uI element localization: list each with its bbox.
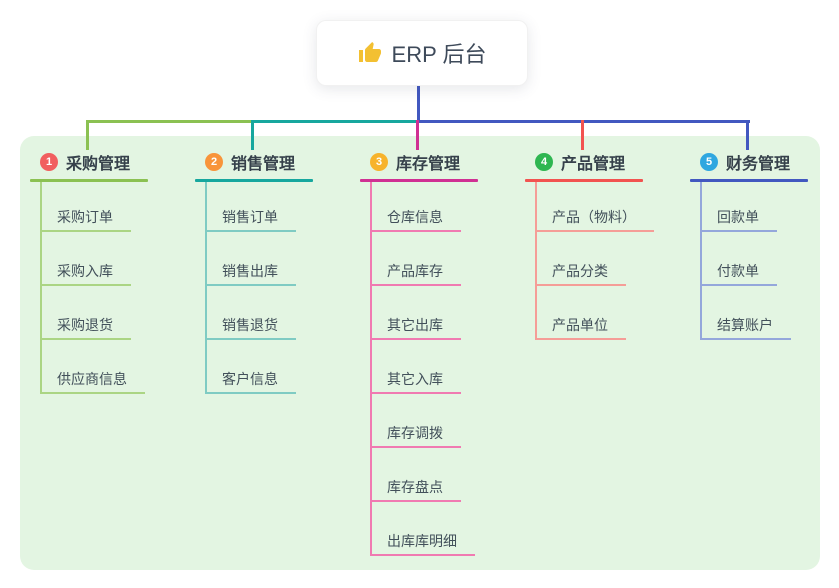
branch-number-badge: 5 <box>700 153 718 171</box>
branch-label: 采购管理 <box>66 156 131 173</box>
branch-children: 回款单付款单结算账户 <box>700 182 839 340</box>
branch-node[interactable]: 2 销售管理 <box>205 150 355 174</box>
branch-label: 产品管理 <box>561 156 626 173</box>
child-node[interactable]: 采购入库 <box>42 232 131 286</box>
child-node[interactable]: 出库库明细 <box>372 502 475 556</box>
branch-children: 产品（物料）产品分类产品单位 <box>535 182 685 340</box>
child-node[interactable]: 回款单 <box>702 182 777 232</box>
child-node[interactable]: 产品单位 <box>537 286 626 340</box>
child-node[interactable]: 结算账户 <box>702 286 791 340</box>
child-node[interactable]: 付款单 <box>702 232 777 286</box>
branch-children: 仓库信息产品库存其它出库其它入库库存调拨库存盘点出库库明细 <box>370 182 520 556</box>
child-node[interactable]: 产品分类 <box>537 232 626 286</box>
branch-number-badge: 2 <box>205 153 223 171</box>
branch-children: 采购订单采购入库采购退货供应商信息 <box>40 182 190 394</box>
branch-children: 销售订单销售出库销售退货客户信息 <box>205 182 355 394</box>
connector-line <box>86 120 253 123</box>
branch-underline <box>690 179 808 182</box>
child-node[interactable]: 销售订单 <box>207 182 296 232</box>
branch-underline <box>195 179 313 182</box>
branch-panel <box>20 136 820 570</box>
branch-number-badge: 1 <box>40 153 58 171</box>
branch-node[interactable]: 3 库存管理 <box>370 150 520 174</box>
child-node[interactable]: 其它出库 <box>372 286 461 340</box>
branch-node[interactable]: 4 产品管理 <box>535 150 685 174</box>
connector-line <box>251 120 254 150</box>
branch-column: 1 采购管理 采购订单采购入库采购退货供应商信息 <box>30 150 190 394</box>
child-node[interactable]: 客户信息 <box>207 340 296 394</box>
connector-line <box>746 120 749 150</box>
child-node[interactable]: 销售退货 <box>207 286 296 340</box>
connector-line <box>416 120 419 150</box>
branch-column: 5 财务管理 回款单付款单结算账户 <box>690 150 839 340</box>
connector-line <box>418 120 750 123</box>
child-node[interactable]: 采购退货 <box>42 286 131 340</box>
branch-node[interactable]: 1 采购管理 <box>40 150 190 174</box>
child-node[interactable]: 产品（物料） <box>537 182 654 232</box>
thumbs-up-icon <box>358 41 382 65</box>
branch-underline <box>525 179 643 182</box>
branch-column: 3 库存管理 仓库信息产品库存其它出库其它入库库存调拨库存盘点出库库明细 <box>360 150 520 556</box>
connector-line <box>86 120 89 150</box>
child-node[interactable]: 供应商信息 <box>42 340 145 394</box>
child-node[interactable]: 库存盘点 <box>372 448 461 502</box>
branch-label: 库存管理 <box>396 156 461 173</box>
connector-line <box>581 120 584 150</box>
root-label: ERP 后台 <box>391 42 487 67</box>
branch-label: 销售管理 <box>231 156 296 173</box>
child-node[interactable]: 产品库存 <box>372 232 461 286</box>
branch-label: 财务管理 <box>726 156 791 173</box>
connector-line <box>253 120 418 123</box>
branch-underline <box>30 179 148 182</box>
connector-line <box>417 84 420 122</box>
child-node[interactable]: 销售出库 <box>207 232 296 286</box>
branch-underline <box>360 179 478 182</box>
child-node[interactable]: 其它入库 <box>372 340 461 394</box>
child-node[interactable]: 库存调拨 <box>372 394 461 448</box>
child-node[interactable]: 采购订单 <box>42 182 131 232</box>
root-node[interactable]: ERP 后台 <box>316 20 528 86</box>
branch-number-badge: 3 <box>370 153 388 171</box>
branch-column: 4 产品管理 产品（物料）产品分类产品单位 <box>525 150 685 340</box>
branch-node[interactable]: 5 财务管理 <box>700 150 839 174</box>
branch-number-badge: 4 <box>535 153 553 171</box>
child-node[interactable]: 仓库信息 <box>372 182 461 232</box>
branch-column: 2 销售管理 销售订单销售出库销售退货客户信息 <box>195 150 355 394</box>
